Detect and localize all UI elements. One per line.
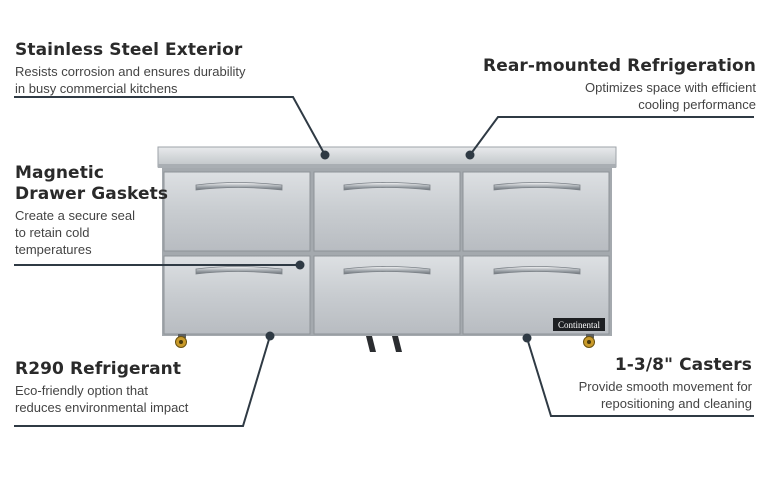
callout-line: Eco-friendly option that <box>15 383 148 398</box>
drawer <box>163 171 311 252</box>
callout-line: Resists corrosion and ensures durability <box>15 64 246 79</box>
callout-stainless: Stainless Steel Exterior Resists corrosi… <box>15 40 246 97</box>
callout-line: cooling performance <box>638 97 756 112</box>
leader-rear <box>469 116 754 156</box>
callout-title: Rear-mounted Refrigeration <box>483 56 756 76</box>
caster-right <box>583 334 595 348</box>
callout-title: Magnetic <box>15 163 105 183</box>
drawer-grid <box>163 171 610 335</box>
handle-icon <box>343 182 431 191</box>
callout-line: Provide smooth movement for <box>578 379 752 394</box>
callout-line: reduces environmental impact <box>15 400 189 415</box>
callout-casters: 1-3/8" Casters Provide smooth movement f… <box>579 355 752 412</box>
leader-lines <box>14 96 754 427</box>
callout-line: repositioning and cleaning <box>600 396 752 411</box>
handle-icon <box>343 266 431 275</box>
callout-title: Drawer Gaskets <box>15 184 169 204</box>
callout-title: 1-3/8" Casters <box>614 355 752 375</box>
callout-gaskets: Magnetic Drawer Gaskets Create a secure … <box>15 163 168 258</box>
callout-line: to retain cold <box>15 225 90 240</box>
leader-refrigerant <box>14 335 271 427</box>
callout-title: Stainless Steel Exterior <box>15 40 243 60</box>
leader-dots <box>265 150 532 343</box>
callout-line: temperatures <box>15 242 92 257</box>
brand-text: Continental <box>558 320 600 330</box>
caster-left <box>175 334 187 348</box>
leader-stainless <box>14 96 326 156</box>
handle-icon <box>493 182 581 191</box>
leader-casters <box>526 337 754 417</box>
handle-icon <box>493 266 581 275</box>
handle-icon <box>195 266 283 275</box>
callout-line: Optimizes space with efficient <box>585 80 756 95</box>
handle-icon <box>195 182 283 191</box>
callout-rear: Rear-mounted Refrigeration Optimizes spa… <box>483 56 756 113</box>
callout-line: Create a secure seal <box>15 208 135 223</box>
rear-legs <box>366 336 402 352</box>
callout-refrigerant: R290 Refrigerant Eco-friendly option tha… <box>15 359 188 416</box>
callout-title: R290 Refrigerant <box>15 359 182 379</box>
callout-line: in busy commercial kitchens <box>15 81 178 96</box>
drawer-handles <box>195 182 581 275</box>
brand-badge: Continental <box>553 318 605 331</box>
countertop <box>157 146 617 168</box>
